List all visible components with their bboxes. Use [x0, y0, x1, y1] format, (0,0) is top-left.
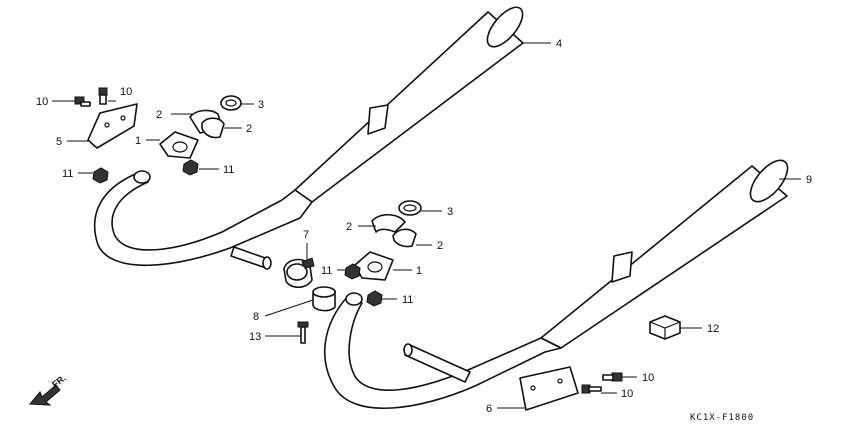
callout-10-upper-b: 10: [120, 86, 132, 98]
heat-guard-5: [87, 103, 138, 149]
callout-10-upper-a: 10: [36, 96, 48, 108]
bracket-12: [649, 315, 681, 340]
callout-1-lower: 1: [416, 265, 422, 277]
nut-11-lower-a: [344, 263, 361, 280]
callout-2-upper-a: 2: [156, 109, 162, 121]
callout-11-upper-a: 11: [62, 168, 73, 180]
clamp-7: [283, 257, 315, 289]
callout-3-upper: 3: [258, 99, 264, 111]
diagram-code: KC1X-F1800: [690, 413, 754, 423]
gasket-3-upper: [220, 95, 242, 111]
callout-10-lower-a: 10: [642, 372, 654, 384]
left-muffler: [294, 6, 524, 203]
heat-guard-6: [519, 366, 579, 411]
callout-11-lower-a: 11: [321, 265, 332, 277]
callout-10-lower-b: 10: [621, 388, 633, 400]
callout-12: 12: [707, 323, 719, 335]
gasket-3-lower: [398, 200, 422, 216]
callout-7: 7: [303, 229, 309, 241]
callout-11-upper-b: 11: [223, 164, 234, 176]
left-exhaust-pipe: [93, 170, 313, 270]
collar-2-lower: [371, 213, 417, 248]
nut-11-upper-b: [182, 159, 199, 176]
callout-3-lower: 3: [447, 206, 453, 218]
front-direction-label: FR.: [50, 373, 68, 390]
bolt-10-lower-a: [602, 372, 623, 382]
callout-2-lower-b: 2: [437, 240, 443, 252]
right-exhaust-pipe: [324, 292, 562, 410]
callout-2-upper-b: 2: [246, 123, 252, 135]
flange-1-lower: [354, 251, 394, 281]
callout-1-upper: 1: [135, 135, 141, 147]
callout-6: 6: [486, 403, 492, 415]
callout-9: 9: [806, 174, 812, 186]
callout-11-lower-b: 11: [402, 294, 413, 306]
collar-2-upper: [189, 109, 225, 139]
front-arrow: FR.: [28, 373, 68, 406]
bolt-10-lower-b: [581, 384, 602, 394]
sleeve-8: [312, 286, 336, 312]
callout-4: 4: [556, 38, 562, 50]
callout-5: 5: [56, 136, 62, 148]
callout-2-lower-a: 2: [346, 221, 352, 233]
bolt-10-upper-b: [98, 87, 108, 105]
bolt-13: [297, 321, 309, 344]
leader-lines: [52, 42, 801, 409]
bolt-10-upper-a: [74, 96, 91, 107]
flange-1-upper: [159, 131, 199, 159]
nut-11-lower-b: [366, 290, 383, 307]
nut-11-upper-a: [92, 167, 109, 184]
callout-8: 8: [253, 311, 259, 323]
callout-13: 13: [249, 331, 261, 343]
